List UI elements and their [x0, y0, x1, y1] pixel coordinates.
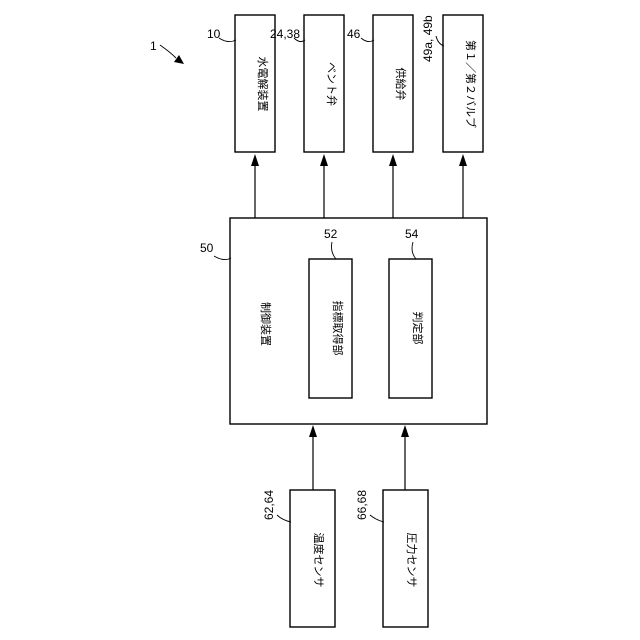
figure-number-arrowhead — [174, 55, 184, 64]
arrowhead-supply-valve — [389, 154, 397, 166]
ref-water-electrolysis: 10 — [207, 27, 221, 41]
figure-number: 1 — [150, 39, 157, 53]
ref-temperature-sensor: 62,64 — [262, 490, 276, 520]
box-pressure-sensor-label: 圧力センサ — [405, 533, 418, 588]
box-water-electrolysis-label: 水電解装置 — [256, 57, 270, 112]
box-controller-label: 制御装置 — [259, 302, 273, 346]
arrowhead-first-second-valve — [459, 154, 467, 166]
arrowhead-temperature-sensor — [309, 425, 317, 437]
box-temperature-sensor-label: 温度センサ — [312, 533, 326, 588]
figure-number-leader — [160, 45, 176, 58]
box-index-acquisition — [309, 259, 352, 398]
ref-controller-leader — [214, 256, 231, 260]
ref-water-electrolysis-leader — [219, 38, 236, 42]
ref-pressure-sensor-leader — [370, 515, 384, 522]
ref-vent-valve: 24,38 — [270, 27, 300, 41]
box-supply-valve-label: 供給弁 — [394, 68, 408, 101]
arrowhead-vent-valve — [320, 154, 328, 166]
ref-supply-valve: 46 — [347, 27, 361, 41]
box-judgment-unit-label: 判定部 — [411, 312, 425, 345]
box-index-acquisition-label: 指標取得部 — [331, 301, 345, 356]
ref-judgment-unit: 54 — [405, 227, 419, 241]
ref-temperature-sensor-leader — [277, 515, 291, 522]
ref-supply-valve-leader — [361, 38, 374, 42]
arrowhead-pressure-sensor — [401, 425, 409, 437]
ref-controller: 50 — [200, 241, 214, 255]
box-vent-valve-label: ベント弁 — [325, 62, 339, 106]
ref-index-acquisition: 52 — [324, 227, 338, 241]
box-judgment-unit — [389, 259, 432, 398]
ref-first-second-valve: 49a, 49b — [421, 15, 435, 62]
box-first-second-valve-label: 第１／第２バルブ — [464, 40, 478, 128]
ref-pressure-sensor: 66,68 — [355, 490, 369, 520]
arrowhead-water-electrolysis — [251, 154, 259, 166]
